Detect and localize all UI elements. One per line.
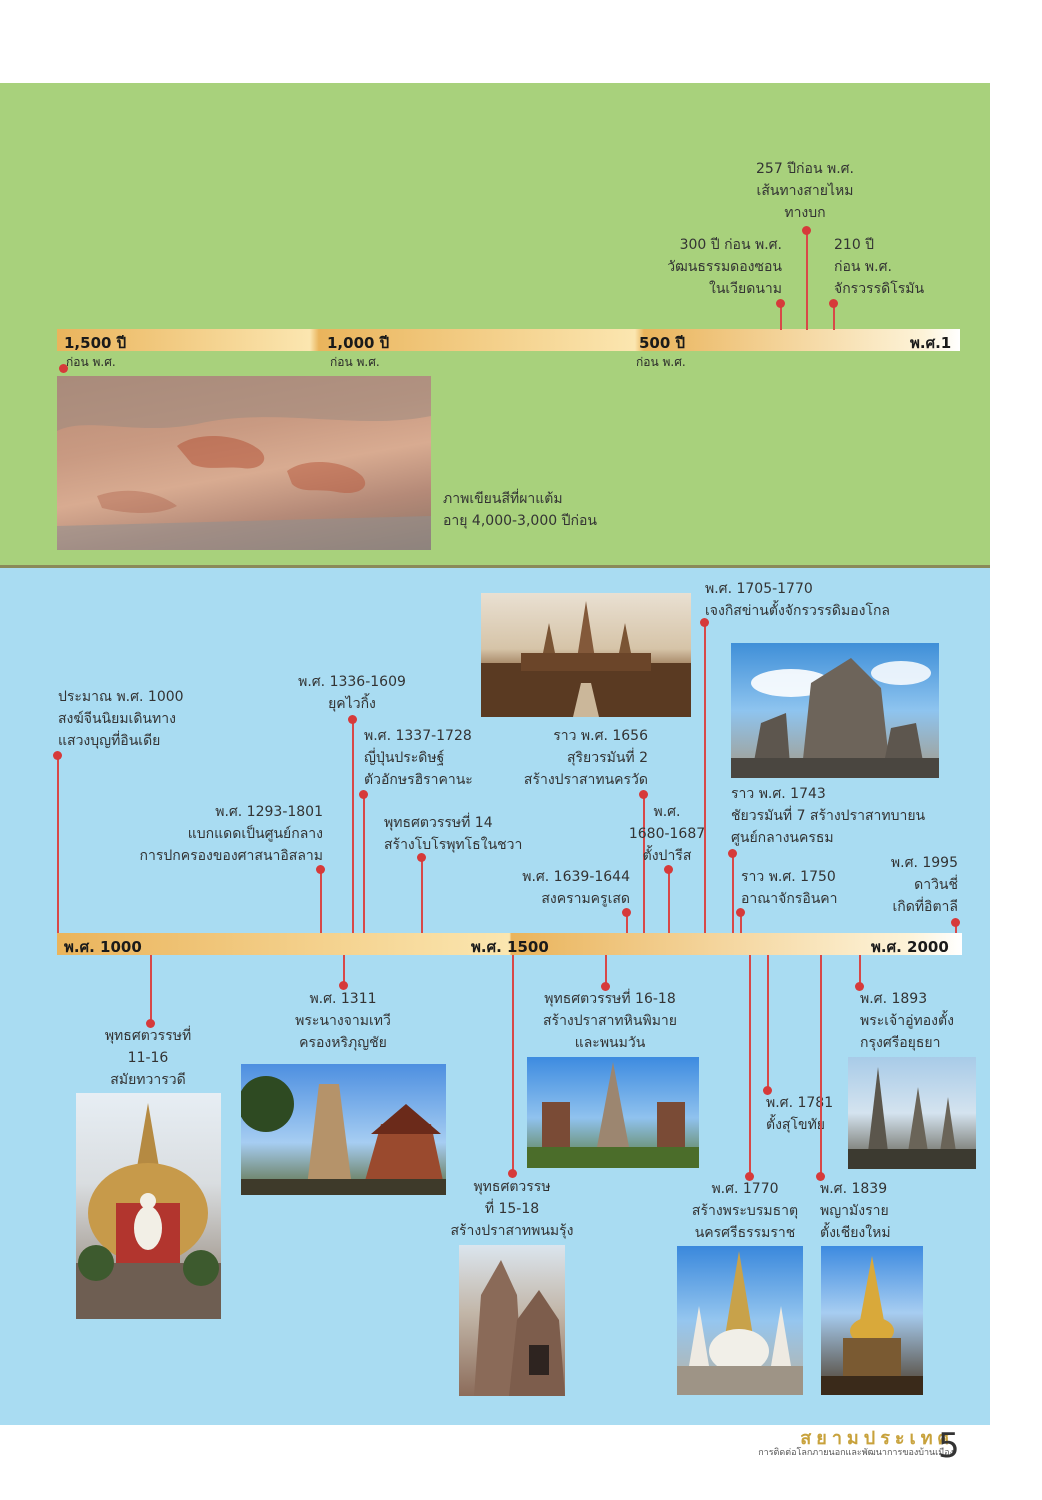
- event-dot: [951, 918, 960, 927]
- book-subtitle: การติดต่อโลกภายนอกและพัฒนาการของบ้านเมือ…: [758, 1448, 954, 1458]
- connector-line: [749, 955, 751, 1177]
- event-dot: [348, 715, 357, 724]
- connector-line: [955, 922, 957, 933]
- event-dot: [639, 790, 648, 799]
- event-chinese-monks: ประมาณ พ.ศ. 1000 สงฆ์จีนนิยมเดินทาง แสวง…: [58, 689, 184, 749]
- event-dot: [816, 1172, 825, 1181]
- connector-line: [704, 623, 706, 933]
- event-dot: [829, 299, 838, 308]
- connector-line: [767, 955, 769, 1091]
- connector-line: [352, 719, 354, 933]
- tick-1000-bp-sub: ก่อน พ.ศ.: [330, 355, 380, 369]
- tick-be-1500: พ.ศ. 1500: [471, 938, 549, 956]
- event-bayon: ราว พ.ศ. 1743 ชัยวรมันที่ 7 สร้างปราสาทบ…: [731, 786, 926, 846]
- phanom-rung-photo: [459, 1245, 565, 1396]
- phra-pathom-chedi-photo: [76, 1093, 221, 1319]
- event-dot: [339, 981, 348, 990]
- event-nakhon-si-thammarat: พ.ศ. 1770 สร้างพระบรมธาตุ นครศรีธรรมราช: [691, 1181, 799, 1241]
- event-dot: [763, 1086, 772, 1095]
- event-roman-empire: 210 ปี ก่อน พ.ศ. จักรวรรดิโรมัน: [834, 237, 925, 297]
- connector-line: [833, 303, 835, 330]
- event-dvaravati: พุทธศตวรรษที่ 11-16 สมัยทวารวดี: [104, 1028, 192, 1088]
- event-genghis-khan: พ.ศ. 1705-1770 เจงกิสข่านตั้งจักรวรรดิมอ…: [705, 581, 891, 619]
- angkor-wat-photo: [481, 593, 691, 717]
- event-phimai: พุทธศตวรรษที่ 16-18 สร้างปราสาทหินพิมาย …: [543, 991, 677, 1051]
- connector-line: [605, 955, 607, 987]
- nakhon-si-thammarat-photo: [677, 1246, 803, 1395]
- event-sukhothai: พ.ศ. 1781 ตั้งสุโขทัย: [766, 1095, 834, 1133]
- event-dot: [417, 853, 426, 862]
- book-title: สยามประเทศ: [800, 1428, 954, 1449]
- event-da-vinci: พ.ศ. 1995 ดาวินชี่ เกิดที่อิตาลี: [890, 855, 958, 915]
- wat-chamadevi-photo: [241, 1064, 446, 1195]
- connector-line: [421, 858, 423, 933]
- event-dot: [855, 982, 864, 991]
- tick-be-1: พ.ศ.1: [910, 334, 952, 352]
- bottom-timeline-bar: [57, 933, 962, 955]
- connector-line: [363, 795, 365, 933]
- event-dot: [745, 1172, 754, 1181]
- event-dot: [53, 751, 62, 760]
- event-dot: [736, 908, 745, 917]
- event-crusades: พ.ศ. 1639-1644 สงครามครูเสด: [522, 869, 630, 907]
- tick-1000-bp: 1,000 ปี: [327, 334, 390, 352]
- pha-taem-caption: ภาพเขียนสีที่ผาแต้ม อายุ 4,000-3,000 ปีก…: [443, 491, 597, 529]
- event-dot: [601, 982, 610, 991]
- event-phanom-rung: พุทธศตวรรษ ที่ 15-18 สร้างปราสาทพนมรุ้ง: [450, 1179, 574, 1239]
- event-dot: [359, 790, 368, 799]
- connector-line: [320, 870, 322, 933]
- connector-line: [57, 755, 59, 933]
- tick-1500-bp: 1,500 ปี: [64, 334, 127, 352]
- event-japan-hiragana: พ.ศ. 1337-1728 ญี่ปุ่นประดิษฐ์ ตัวอักษรฮ…: [364, 728, 473, 788]
- connector-line: [740, 912, 742, 933]
- connector-line: [820, 955, 822, 1177]
- connector-line: [643, 795, 645, 933]
- event-dot: [316, 865, 325, 874]
- event-dot: [802, 226, 811, 235]
- bayon-photo: [731, 643, 939, 778]
- event-chamadevi: พ.ศ. 1311 พระนางจามเทวี ครองหริภุญชัย: [295, 991, 391, 1051]
- event-dot: [508, 1169, 517, 1178]
- event-dong-son: 300 ปี ก่อน พ.ศ. วัฒนธรรมดองซอน ในเวียดน…: [667, 237, 782, 297]
- event-viking-age: พ.ศ. 1336-1609 ยุคไวกิ้ง: [298, 674, 406, 712]
- event-inca: ราว พ.ศ. 1750 อาณาจักรอินคา: [741, 869, 838, 907]
- connector-line: [668, 870, 670, 933]
- event-baghdad: พ.ศ. 1293-1801 แบกแดดเป็นศูนย์กลาง การปก…: [139, 804, 323, 864]
- connector-line: [512, 955, 514, 1173]
- connector-line: [626, 912, 628, 933]
- event-dot: [776, 299, 785, 308]
- connector-line: [732, 853, 734, 933]
- event-silk-road: 257 ปีก่อน พ.ศ. เส้นทางสายไหม ทางบก: [756, 161, 854, 221]
- ayutthaya-photo: [848, 1057, 976, 1169]
- event-chiang-mai: พ.ศ. 1839 พญามังราย ตั้งเชียงใหม่: [820, 1181, 891, 1241]
- top-timeline-bar: [57, 329, 960, 351]
- page-number: 5: [938, 1426, 960, 1466]
- tick-be-2000: พ.ศ. 2000: [871, 938, 949, 956]
- event-ayutthaya: พ.ศ. 1893 พระเจ้าอู่ทองตั้ง กรุงศรีอยุธย…: [860, 991, 954, 1051]
- event-angkor-wat: ราว พ.ศ. 1656 สุริยวรมันที่ 2 สร้างปราสา…: [523, 728, 648, 788]
- connector-line: [150, 955, 152, 1023]
- connector-line: [780, 303, 782, 330]
- wat-chiang-man-photo: [821, 1246, 923, 1395]
- pha-taem-painting-photo: [57, 376, 431, 550]
- panel-divider: [0, 565, 990, 568]
- event-dot: [664, 865, 673, 874]
- connector-line: [343, 955, 345, 985]
- tick-be-1000: พ.ศ. 1000: [64, 938, 142, 956]
- event-dot: [146, 1019, 155, 1028]
- event-borobudur: พุทธศตวรรษที่ 14 สร้างโบโรพุทโธในชวา: [384, 815, 523, 853]
- event-dot: [700, 618, 709, 627]
- phimai-photo: [527, 1057, 699, 1168]
- tick-500-bp-sub: ก่อน พ.ศ.: [636, 355, 686, 369]
- tick-1500-bp-sub: ก่อน พ.ศ.: [66, 355, 116, 369]
- tick-500-bp: 500 ปี: [639, 334, 686, 352]
- event-dot: [728, 849, 737, 858]
- event-paris: พ.ศ. 1680-1687 ตั้งปารีส: [628, 804, 706, 864]
- connector-line: [806, 230, 808, 330]
- connector-line: [859, 955, 861, 987]
- event-dot: [622, 908, 631, 917]
- event-dot: [59, 364, 68, 373]
